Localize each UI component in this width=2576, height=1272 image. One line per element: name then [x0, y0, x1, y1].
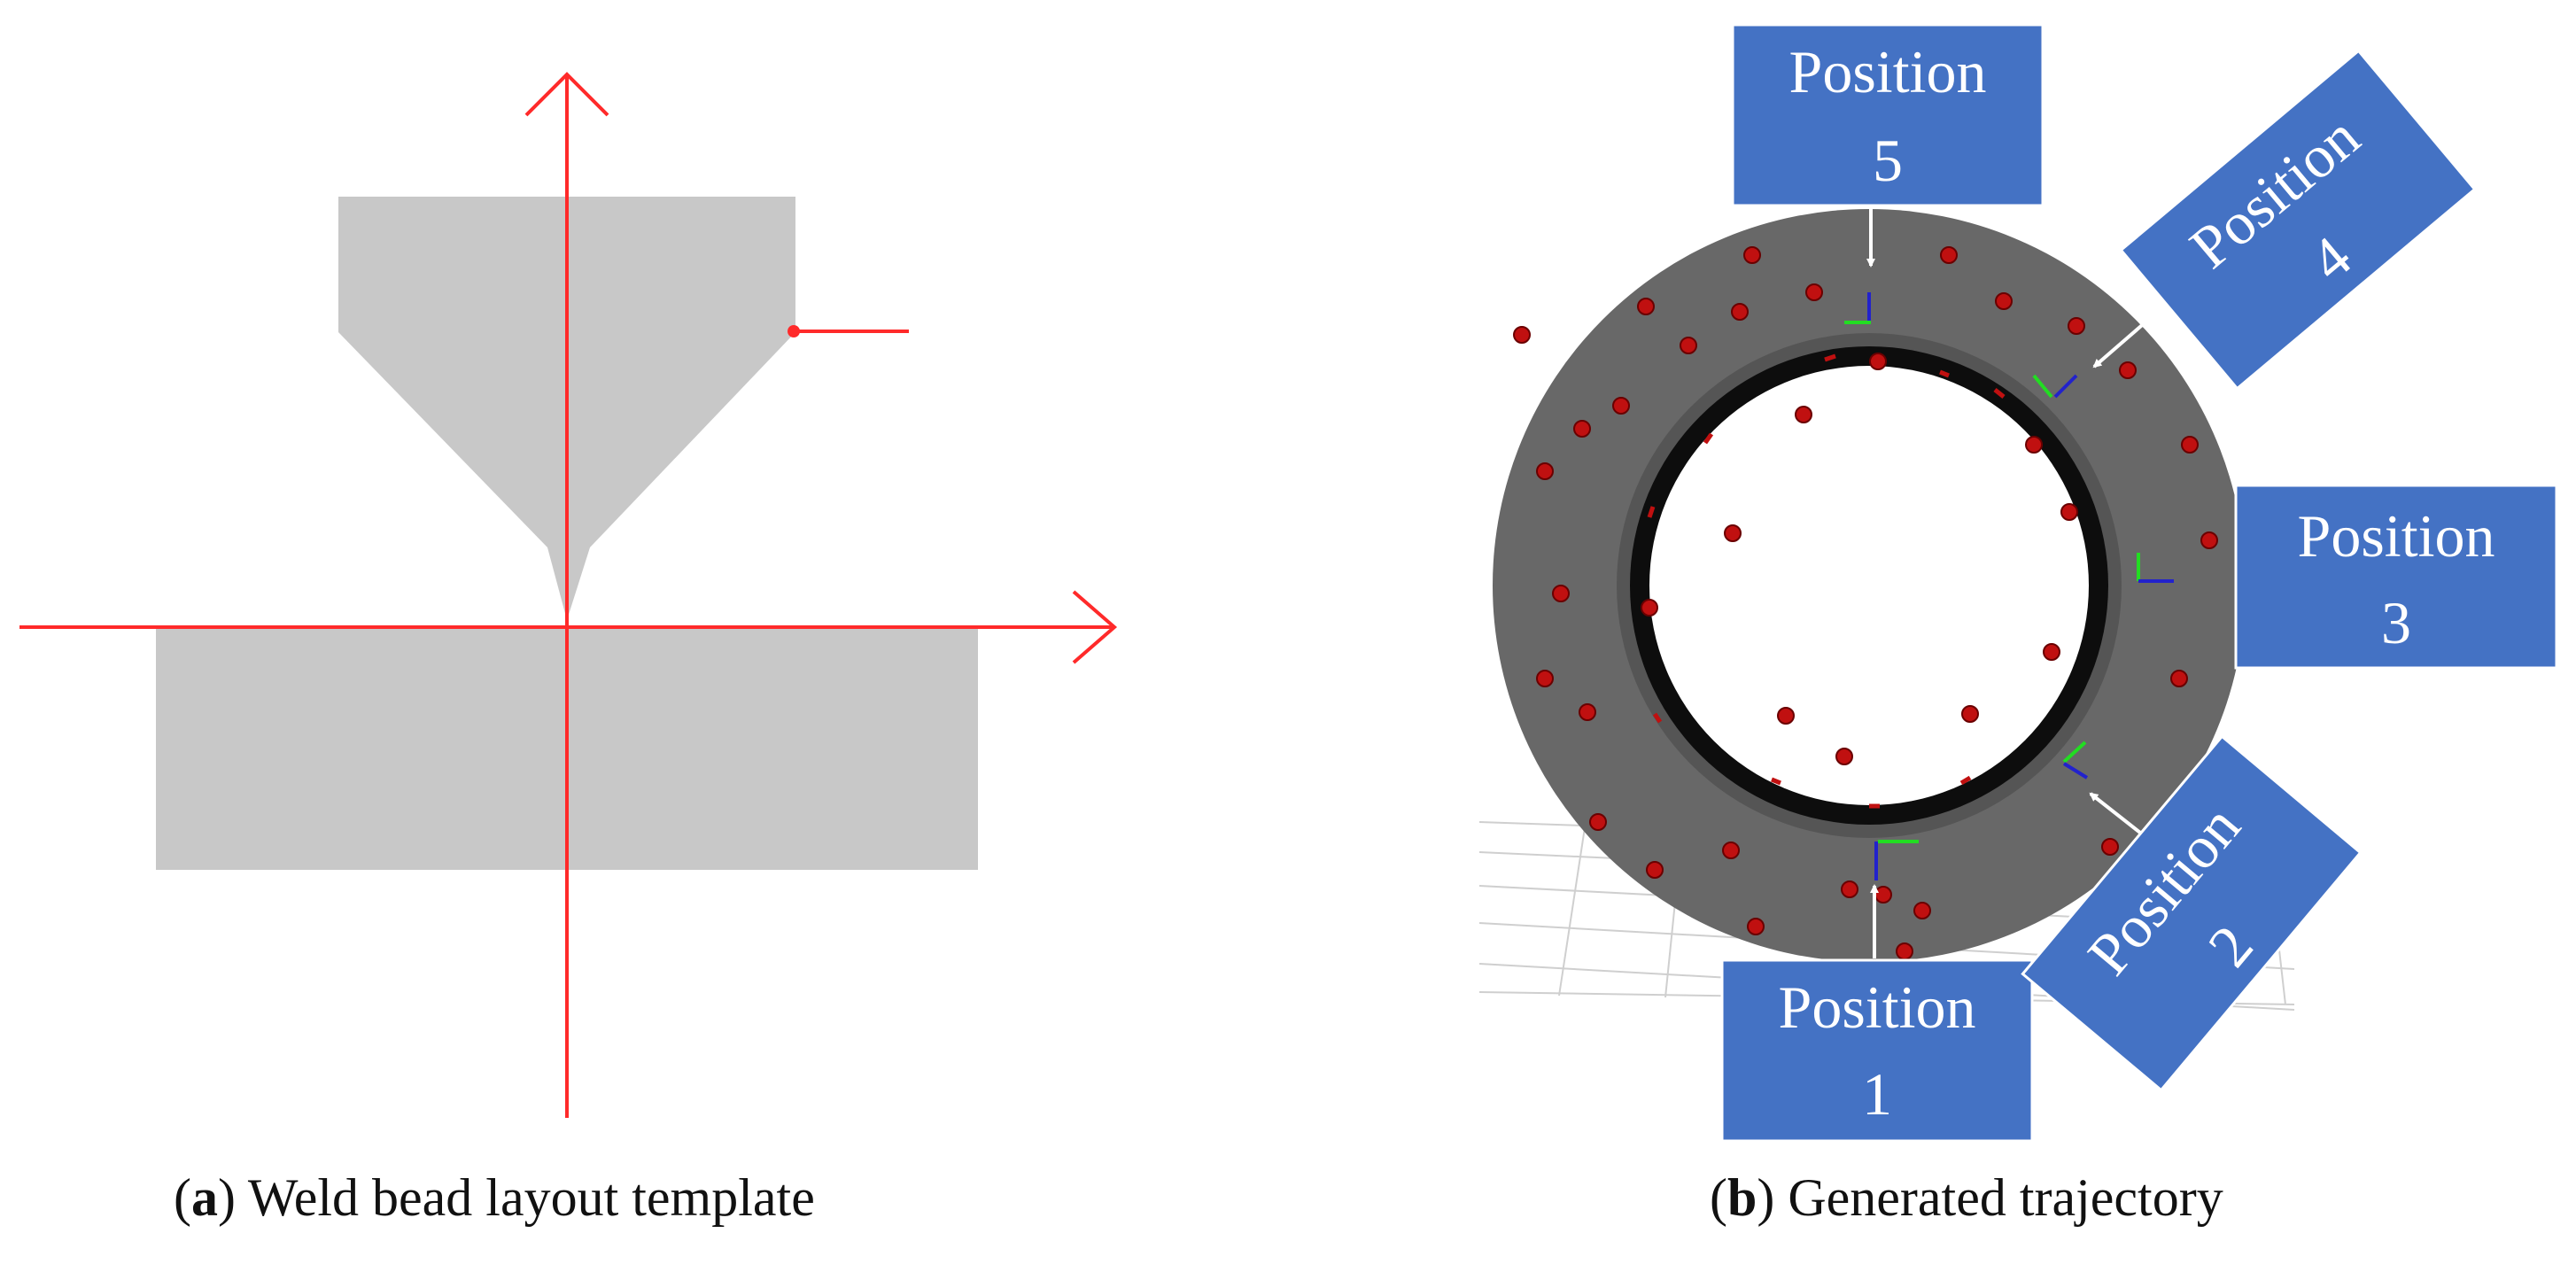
caption-panel-a: (a) Weld bead layout template: [174, 1168, 815, 1227]
tool-frame-position-1: [1874, 840, 1919, 880]
weld-point: [1743, 246, 1761, 264]
tool-frame-position-3: [2137, 553, 2174, 583]
weld-point: [1995, 292, 2013, 310]
weld-point: [1552, 585, 1570, 602]
panel-a-template: [19, 72, 1118, 1118]
horizontal-axis-arrowhead: [1072, 590, 1118, 664]
weld-point: [1841, 880, 1858, 898]
position-4-label: Position 4: [2119, 49, 2477, 391]
weld-point: [1513, 326, 1531, 344]
weld-point: [1536, 670, 1554, 687]
inner-ring-dashes: [1647, 353, 2006, 809]
position-5-word: Position: [1789, 38, 1987, 105]
position-1-number: 1: [1862, 1060, 1892, 1128]
weld-point: [2060, 503, 2078, 521]
weld-point-marker: [788, 325, 800, 337]
caption-b-text: Generated trajectory: [1788, 1168, 2223, 1227]
vertical-axis-arrowhead: [524, 72, 609, 117]
weld-point: [1874, 886, 1892, 904]
pipe-bore: [1649, 366, 2089, 805]
weld-point: [1722, 842, 1740, 859]
weld-points: [1513, 246, 2218, 960]
weld-point: [1724, 524, 1742, 542]
weld-point: [1961, 705, 1979, 723]
weld-point: [1940, 246, 1958, 264]
position-2-label: Position 2: [2021, 734, 2363, 1092]
caption-b-letter: b: [1726, 1168, 1757, 1227]
position-1-label: Position 1: [1720, 958, 2034, 1143]
position-5-label: Position 5: [1731, 23, 2045, 207]
weld-point: [1835, 748, 1853, 765]
weld-point: [2200, 531, 2218, 549]
weld-point: [2119, 361, 2137, 379]
weld-point: [1579, 703, 1596, 721]
weld-point: [1536, 462, 1554, 480]
weld-point: [1795, 406, 1812, 423]
tool-frame-position-4: [2032, 374, 2078, 399]
weld-point: [1731, 303, 1749, 321]
weld-point: [1641, 599, 1658, 617]
arrow-position-2: [2089, 792, 2142, 834]
tool-frame-position-5: [1844, 292, 1871, 324]
panel-b-trajectory: Position 1 Position 2 Position 3 Positio…: [1478, 23, 2558, 1143]
position-3-label: Position 3: [2234, 484, 2558, 670]
callout-arrows: [1866, 207, 2149, 958]
weld-point: [1680, 337, 1697, 354]
caption-a-letter: a: [190, 1168, 218, 1227]
weld-point: [2068, 317, 2085, 335]
weld-point: [1913, 902, 1931, 919]
weld-point: [2043, 643, 2060, 661]
weld-point: [1896, 942, 1913, 960]
position-3-word: Position: [2298, 502, 2495, 570]
caption-a-text: Weld bead layout template: [247, 1168, 815, 1227]
weld-point: [1573, 420, 1591, 438]
weld-point: [1646, 861, 1664, 879]
position-5-number: 5: [1873, 127, 1903, 194]
weld-point: [2181, 436, 2199, 454]
weld-point: [1805, 283, 1823, 301]
weld-point: [2025, 436, 2043, 454]
arrow-position-4: [2092, 319, 2149, 368]
tool-frame-position-2: [2062, 741, 2089, 779]
position-3-number: 3: [2381, 589, 2411, 656]
caption-panel-b: (b) Generated trajectory: [1710, 1168, 2223, 1227]
weld-point: [2170, 670, 2188, 687]
weld-point: [1777, 707, 1795, 725]
weld-point: [1747, 918, 1765, 935]
weld-point: [1589, 813, 1607, 831]
weld-point: [1637, 298, 1655, 315]
weld-point: [2101, 838, 2119, 856]
position-1-word: Position: [1779, 973, 1976, 1041]
weld-point: [1869, 353, 1887, 370]
weld-point: [1612, 397, 1630, 415]
